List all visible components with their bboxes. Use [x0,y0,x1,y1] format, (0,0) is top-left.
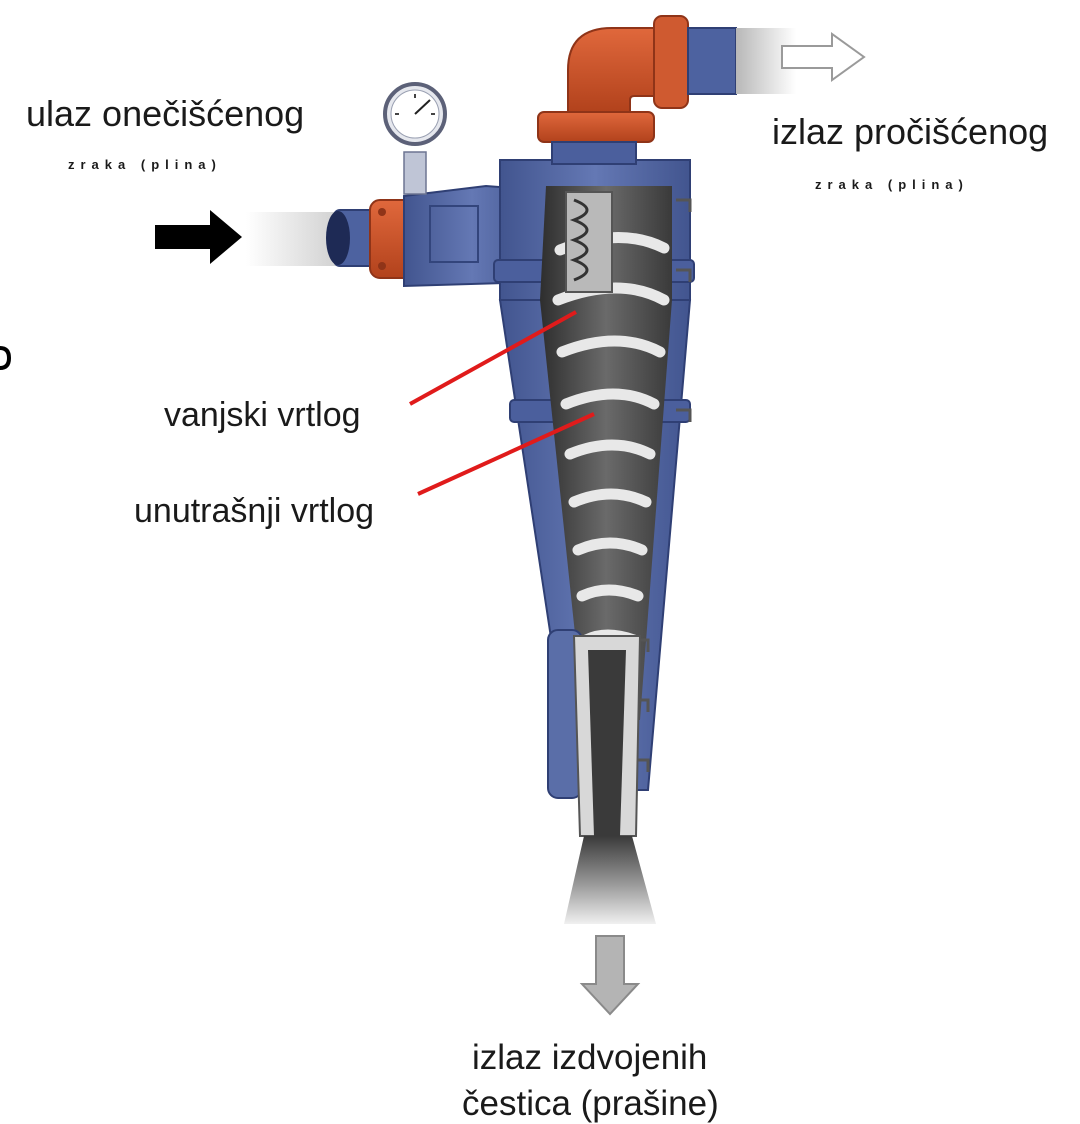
outer-vortex-label: vanjski vrtlog [164,398,361,432]
outlet-elbow [568,28,664,112]
dust-outlet-label: izlaz izdvojenih [472,1040,707,1075]
dust-outlet-sublabel: čestica (prašine) [462,1086,719,1121]
inlet-sublabel: zraka (plina) [68,158,222,171]
dust-arrow-icon [582,936,638,1014]
outlet-elbow-flange [654,16,688,108]
dust-stream [564,836,656,924]
inlet-opening [326,211,350,265]
outlet-neck [552,142,636,164]
outlet-label: izlaz pročišćenog [772,114,1048,150]
clipped-edge-glyph [0,348,9,368]
outlet-pipe-stub [688,28,736,94]
inlet-arrow-icon [155,210,242,264]
vortex-finder [566,192,612,292]
inlet-label: ulaz onečišćenog [26,96,304,132]
outlet-sublabel: zraka (plina) [815,178,969,191]
gauge-stem [404,152,426,194]
outlet-flange [538,112,654,142]
inner-vortex-label: unutrašnji vrtlog [134,494,374,528]
